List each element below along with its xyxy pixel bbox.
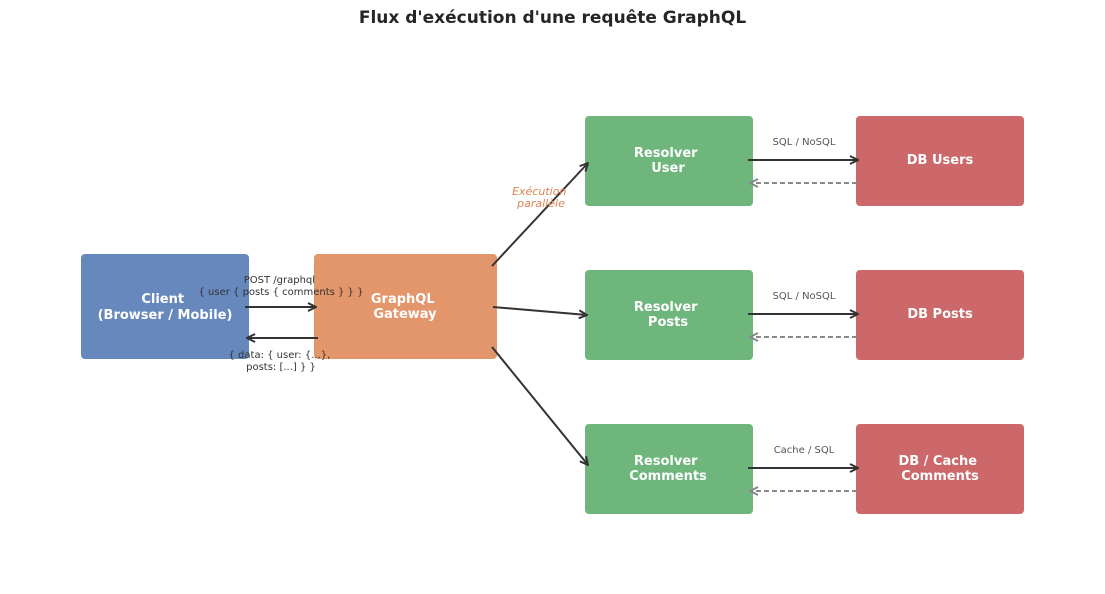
node-client: Client (Browser / Mobile) xyxy=(81,254,249,359)
node-resolver-user: Resolver User xyxy=(585,116,753,206)
diagram-title: Flux d'exécution d'une requête GraphQL xyxy=(358,8,747,28)
request-label-line-1: POST /graphql xyxy=(244,275,315,286)
request-label: POST /graphql { user { posts { comments … xyxy=(199,275,364,298)
parallel-label-line-1: Exécution xyxy=(512,185,566,198)
node-resolver-posts: Resolver Posts xyxy=(585,270,753,360)
node-gateway: GraphQL Gateway xyxy=(314,254,497,359)
gateway-to-posts-arrow xyxy=(492,306,587,315)
node-db-users: DB Users xyxy=(856,116,1024,206)
svg-text:Client (Browser / Mobile: Client (Browser / Mobile) xyxy=(98,292,233,323)
node-db-comments: DB / Cache Comments xyxy=(856,424,1024,514)
gateway-to-user-arrow xyxy=(491,163,588,267)
gateway-to-comments-arrow xyxy=(491,346,588,465)
node-resolver-posts-line-2: Posts xyxy=(648,315,688,330)
response-label-line-2: posts: [...] } } xyxy=(246,362,316,373)
node-db-users-line-1: DB Users xyxy=(907,153,974,168)
node-resolver-comments-line-1: Resolver xyxy=(634,454,698,469)
svg-text:Resolver User: Resolver User xyxy=(634,146,702,176)
node-gateway-line-1: GraphQL xyxy=(371,292,435,307)
parallel-label: Exécution parallèle xyxy=(512,185,570,210)
node-resolver-posts-line-1: Resolver xyxy=(634,300,698,315)
comments-db-label: Cache / SQL xyxy=(774,445,835,456)
node-gateway-line-2: Gateway xyxy=(373,307,437,322)
response-label: { data: { user: {...}, posts: [...] } } xyxy=(229,350,334,373)
posts-db-label: SQL / NoSQL xyxy=(773,291,836,302)
node-db-posts-line-1: DB Posts xyxy=(907,307,973,322)
svg-text:DB Posts: DB Posts xyxy=(907,307,973,322)
node-db-posts: DB Posts xyxy=(856,270,1024,360)
node-db-comments-line-1: DB / Cache xyxy=(898,454,977,469)
user-db-label: SQL / NoSQL xyxy=(773,137,836,148)
request-label-line-2: { user { posts { comments } } } xyxy=(199,287,364,298)
node-resolver-comments-line-2: Comments xyxy=(629,469,707,484)
node-resolver-user-line-2: User xyxy=(651,161,685,176)
svg-text:DB / Cache Comments: DB / Cache Comments xyxy=(898,454,981,484)
svg-text:Resolver Comments: Resolver Comments xyxy=(629,454,707,484)
node-resolver-user-line-1: Resolver xyxy=(634,146,698,161)
svg-text:DB Users: DB Users xyxy=(907,153,974,168)
node-db-comments-line-2: Comments xyxy=(901,469,979,484)
response-label-line-1: { data: { user: {...}, xyxy=(229,350,331,361)
node-resolver-comments: Resolver Comments xyxy=(585,424,753,514)
svg-text:GraphQL Gateway: GraphQL Gateway xyxy=(371,292,439,322)
parallel-label-line-2: parallèle xyxy=(516,197,565,210)
node-client-line-2: (Browser / Mobile) xyxy=(98,308,233,323)
svg-text:Resolver Posts: Resolver Posts xyxy=(634,300,702,330)
node-client-line-1: Client xyxy=(141,292,184,307)
